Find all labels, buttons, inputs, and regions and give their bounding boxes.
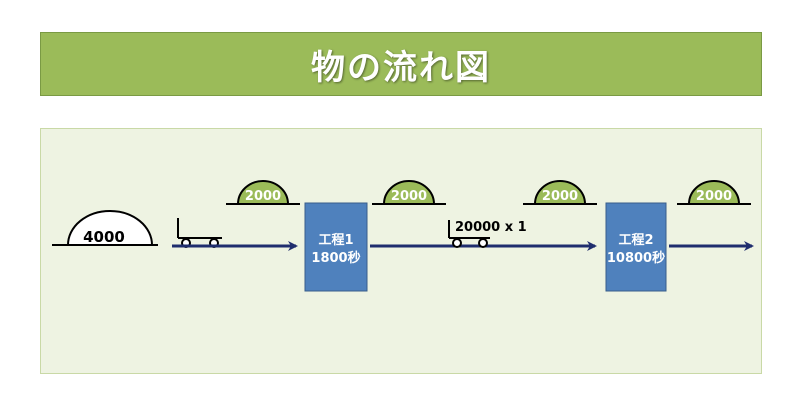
inventory-label-d: 2000 <box>696 189 732 204</box>
inventory-raw-label: 4000 <box>83 228 125 246</box>
page-title: 物の流れ図 <box>311 47 491 88</box>
inventory-2000-c: 2000 <box>523 180 597 205</box>
process-1-name: 工程1 <box>318 233 353 248</box>
process-2-name: 工程2 <box>618 233 653 248</box>
process-box-1: 工程1 1800秒 <box>304 202 368 292</box>
process-1-time: 1800秒 <box>311 250 360 266</box>
inventory-dome-raw <box>66 210 154 246</box>
inventory-label-b: 2000 <box>391 189 427 204</box>
transport-label: 20000 x 1 <box>455 220 527 235</box>
process-2-time: 10800秒 <box>607 250 665 266</box>
inventory-2000-d: 2000 <box>677 180 751 205</box>
inventory-label-a: 2000 <box>245 189 281 204</box>
inventory-label-c: 2000 <box>542 189 578 204</box>
title-banner: 物の流れ図 <box>40 32 762 96</box>
inventory-raw: 4000 <box>52 210 158 246</box>
process-box-2: 工程2 10800秒 <box>605 202 667 292</box>
inventory-2000-b: 2000 <box>372 180 446 205</box>
cart-icon <box>177 218 222 248</box>
inventory-2000-a: 2000 <box>226 180 300 205</box>
cart-icon-2 <box>448 220 490 248</box>
